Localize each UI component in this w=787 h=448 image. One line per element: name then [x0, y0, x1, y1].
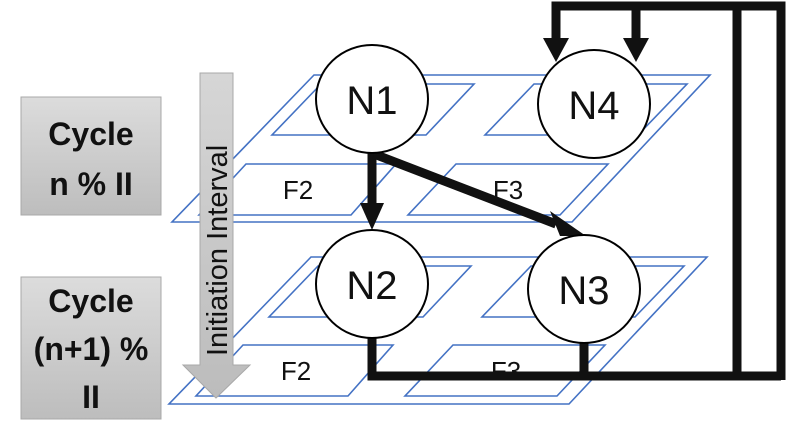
arrowhead-n4-right: [623, 38, 649, 62]
cycle-n1-label-line2: (n+1) %: [34, 331, 149, 367]
top-f3-plane: [406, 163, 610, 216]
top-f2-label: F2: [283, 175, 313, 205]
initiation-interval-arrow: Initiation Interval: [181, 72, 252, 399]
node-n2-label: N2: [346, 264, 397, 308]
edge-n2-bus: [367, 337, 781, 381]
arrowhead-n2: [360, 203, 384, 230]
arrowhead-n4-left: [543, 38, 569, 62]
cycle-n-plus-1-box: Cycle (n+1) % II: [20, 276, 162, 420]
cycle-n1-label-line1: Cycle: [48, 283, 133, 319]
cycle-n-label-line1: Cycle: [48, 116, 133, 152]
edges: [360, 1, 786, 381]
arrowhead-n3: [550, 211, 586, 236]
node-n1: N1: [315, 44, 429, 154]
node-n3-label: N3: [558, 269, 609, 313]
node-n3: N3: [527, 234, 641, 344]
initiation-interval-label: Initiation Interval: [202, 145, 234, 356]
cycle-n-label-line2: n % II: [49, 166, 133, 202]
edge-feedback-outer: [551, 1, 786, 380]
node-n2: N2: [315, 229, 429, 339]
cycle-n-box: Cycle n % II: [20, 96, 162, 216]
node-n4: N4: [537, 49, 651, 159]
node-n1-label: N1: [346, 79, 397, 123]
cycle-n1-label-line3: II: [82, 379, 100, 415]
bottom-f2-label: F2: [281, 356, 311, 386]
edge-n1-n3: [372, 149, 558, 229]
bottom-f3-label: F3: [491, 356, 521, 386]
node-n4-label: N4: [568, 84, 619, 128]
